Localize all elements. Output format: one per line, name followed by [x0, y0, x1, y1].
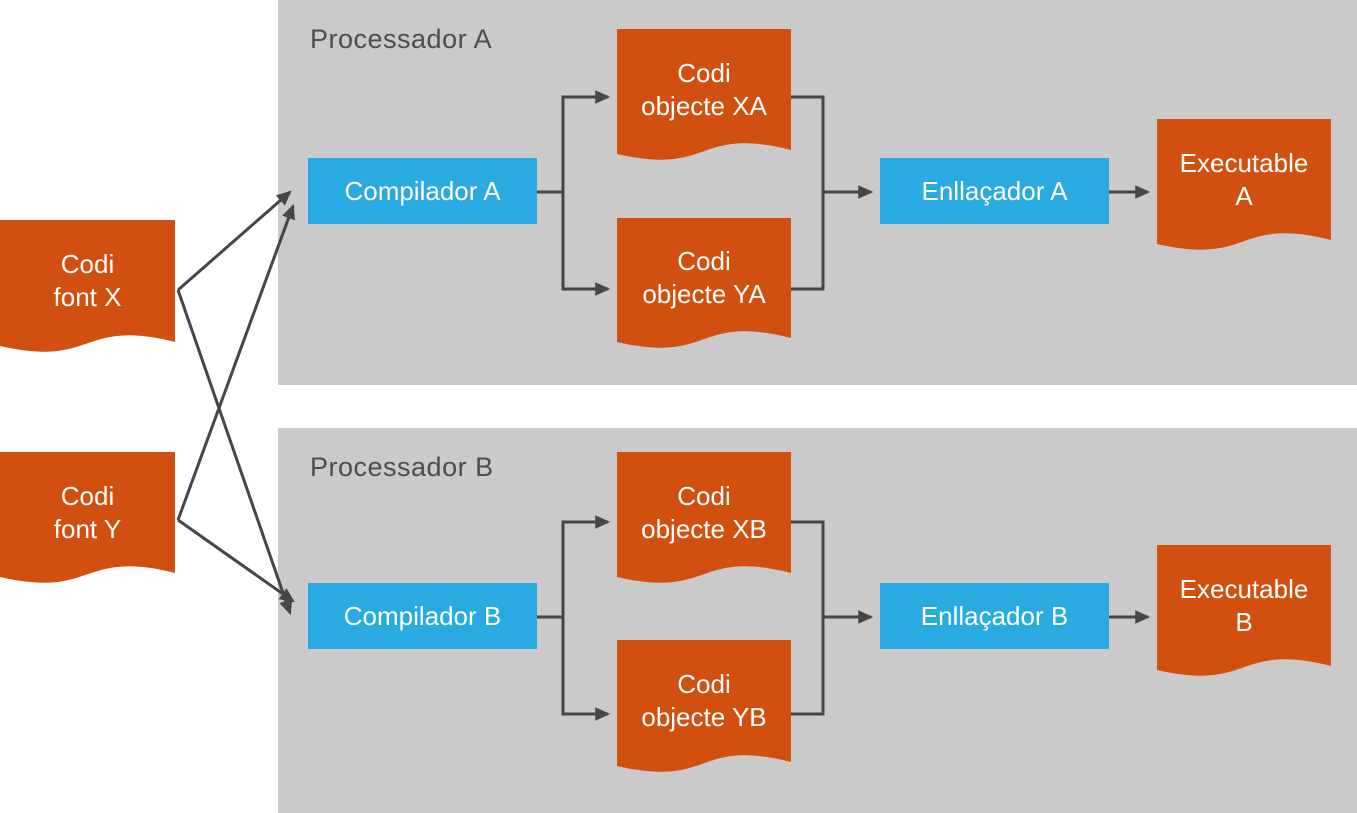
codi-objecte-yb-shape [617, 640, 791, 772]
arrow-compilador-a-to-objecte-xa [537, 90, 611, 194]
enllacador-b-label: Enllaçador B [920, 600, 1069, 631]
codi-font-x-line2: font X [53, 282, 122, 312]
codi-font-x-label: Codi font X [0, 220, 175, 342]
codi-objecte-ya-shape [617, 218, 791, 348]
codi-font-y-line2: font Y [53, 513, 122, 544]
executable-b-line1: Executable [1179, 573, 1309, 604]
arrow-font-x-to-compilador-a [177, 190, 292, 292]
codi-objecte-xa-line2: objecte XA [641, 90, 767, 121]
arrow-compilador-b-to-objecte-yb [537, 615, 611, 721]
enllacador-b-box: Enllaçador B [880, 583, 1109, 649]
codi-font-y-line1: Codi [60, 480, 115, 511]
arrow-font-y-to-compilador-b [177, 518, 295, 603]
wire-objecte-yb-join [791, 617, 825, 716]
panel-b-title: Processador B [310, 452, 494, 482]
executable-a-line2: A [1235, 180, 1253, 211]
executable-b-label: Executable B [1157, 545, 1331, 666]
enllacador-a-label: Enllaçador A [921, 175, 1068, 206]
codi-objecte-ya-label: Codi objecte YA [617, 218, 791, 338]
compilador-a-label: Compilador A [344, 175, 501, 206]
codi-font-y-shape [0, 452, 175, 583]
arrow-font-x-to-compilador-b [176, 289, 293, 616]
codi-objecte-xb-label: Codi objecte XB [617, 452, 791, 573]
arrow-compilador-b-to-objecte-xb [537, 515, 611, 619]
codi-font-x-line1: Codi [60, 249, 115, 279]
enllacador-a-box: Enllaçador A [880, 158, 1109, 224]
compilador-a-box: Compilador A [308, 158, 537, 224]
arrow-objectes-b-to-enllacador-b [791, 520, 874, 624]
executable-b-shape [1157, 545, 1331, 676]
executable-a-shape [1157, 119, 1331, 250]
codi-objecte-xb-line2: objecte XB [641, 513, 767, 544]
executable-a-line1: Executable [1179, 147, 1309, 178]
codi-objecte-xa-label: Codi objecte XA [617, 29, 791, 150]
executable-b-line2: B [1235, 606, 1253, 637]
compilador-b-box: Compilador B [308, 583, 537, 649]
codi-objecte-ya-line1: Codi [677, 246, 731, 276]
arrow-font-y-to-compilador-a [176, 203, 295, 521]
codi-objecte-xa-shape [617, 29, 791, 160]
codi-objecte-ya-line2: objecte YA [642, 279, 766, 309]
codi-objecte-yb-line2: objecte YB [641, 702, 767, 732]
codi-objecte-xb-line1: Codi [677, 480, 731, 511]
codi-objecte-xa-line1: Codi [677, 57, 731, 88]
compilador-b-label: Compilador B [343, 600, 502, 631]
codi-font-x-shape [0, 220, 175, 352]
panel-a-title: Processador A [310, 24, 493, 54]
arrow-compilador-a-to-objecte-ya [537, 190, 611, 296]
wire-objecte-ya-join [791, 192, 825, 291]
codi-objecte-yb-line1: Codi [677, 669, 731, 699]
executable-a-label: Executable A [1157, 119, 1331, 240]
codi-objecte-yb-label: Codi objecte YB [617, 640, 791, 762]
codi-font-y-label: Codi font Y [0, 452, 175, 573]
codi-objecte-xb-shape [617, 452, 791, 583]
arrow-objectes-a-to-enllacador-a [791, 95, 874, 199]
